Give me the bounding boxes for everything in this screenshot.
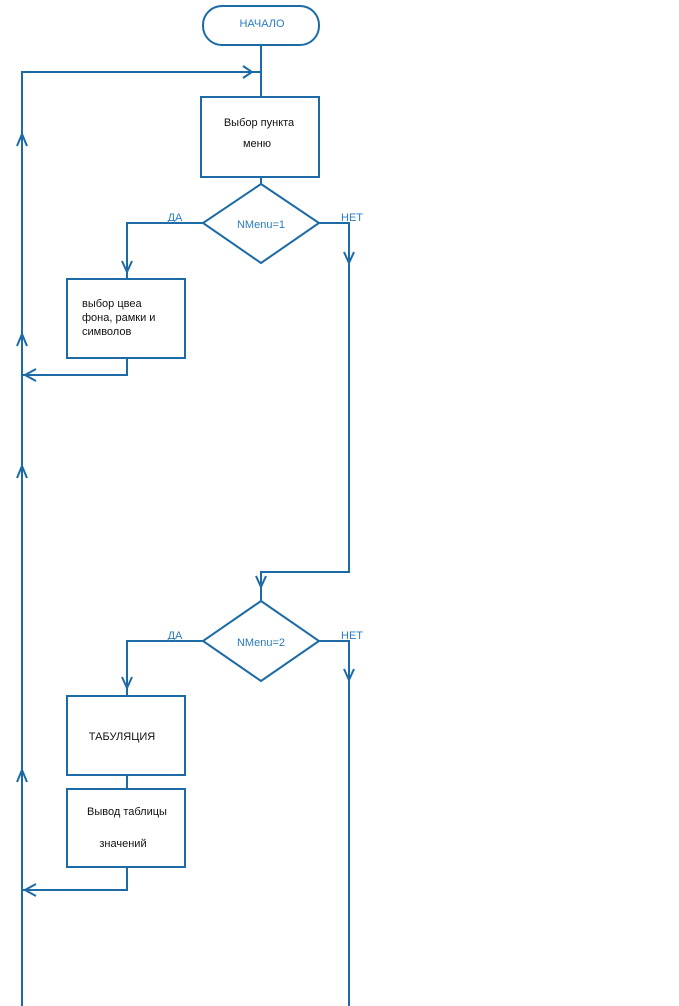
- arrow-up-icon: [16, 131, 28, 147]
- tabulation-label: ТАБУЛЯЦИЯ: [89, 731, 155, 743]
- arrow-up-icon: [16, 463, 28, 479]
- start-terminator: НАЧАЛО: [202, 5, 320, 46]
- decision1-no-label: НЕТ: [341, 212, 363, 224]
- arrow-up-icon: [16, 767, 28, 783]
- color-select-box: выбор цвеа фона, рамки и символов: [66, 278, 186, 359]
- menu-box-line2: меню: [243, 138, 271, 150]
- color-box-line2: фона, рамки и: [82, 312, 155, 324]
- connector-decision1-yes: [126, 222, 203, 279]
- decision2-label: NMenu=2: [237, 637, 285, 649]
- color-box-line1: выбор цвеа: [82, 298, 142, 310]
- arrow-right-top-icon: [242, 65, 254, 79]
- color-box-line3: символов: [82, 326, 131, 338]
- arrow-down-icon: [121, 260, 133, 275]
- connector-decision2-no: [319, 640, 350, 1006]
- decision2: NMenu=2 ДА НЕТ: [168, 599, 363, 683]
- arrow-left-icon: [22, 368, 37, 382]
- arrowheads: [16, 65, 355, 897]
- decision1-yes-label: ДА: [168, 212, 183, 224]
- arrow-up-icon: [16, 331, 28, 347]
- arrow-down-icon: [343, 251, 355, 266]
- loop-back-line: [21, 71, 261, 1006]
- decision1-label: NMenu=1: [237, 219, 285, 231]
- connector-color-return: [22, 358, 128, 376]
- decision1: NMenu=1 ДА НЕТ: [168, 182, 363, 265]
- connector-decision1-no: [260, 222, 350, 601]
- output-box-line2: значений: [99, 838, 146, 850]
- connector-output-return: [22, 867, 128, 891]
- arrow-left-icon: [22, 883, 37, 897]
- output-table-box: Вывод таблицы значений: [66, 788, 186, 868]
- menu-box-line1: Выбор пункта: [224, 117, 295, 129]
- connector-decision2-yes: [126, 640, 203, 696]
- arrow-down-icon: [255, 575, 267, 590]
- menu-select-box: Выбор пункта меню: [200, 96, 320, 178]
- arrow-down-icon: [343, 668, 355, 683]
- start-label: НАЧАЛО: [239, 18, 285, 30]
- decision2-yes-label: ДА: [168, 630, 183, 642]
- arrow-down-icon: [121, 676, 133, 691]
- connectors: [21, 45, 350, 1006]
- decision2-no-label: НЕТ: [341, 630, 363, 642]
- tabulation-box: ТАБУЛЯЦИЯ: [66, 695, 186, 776]
- output-box-line1: Вывод таблицы: [87, 806, 167, 818]
